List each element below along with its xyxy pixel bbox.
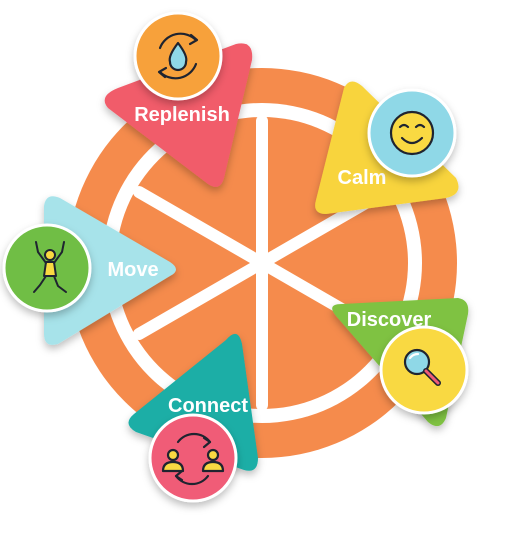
two-people-cycle-icon <box>161 432 225 486</box>
move-label: Move <box>107 259 158 281</box>
wheel-hub <box>253 254 271 272</box>
jumping-person-icon <box>33 241 67 293</box>
segment-calm: Calm <box>315 81 459 214</box>
magnifying-glass-icon <box>403 348 441 386</box>
replenish-label: Replenish <box>134 104 230 126</box>
segment-discover: Discover <box>332 298 469 427</box>
segment-move: Move <box>2 196 176 345</box>
discover-label: Discover <box>347 309 432 331</box>
segment-connect: Connect <box>128 333 258 503</box>
connect-icon-badge <box>148 413 238 503</box>
smiley-face-icon <box>389 110 435 156</box>
water-drop-cycle-icon <box>157 32 199 80</box>
calm-label: Calm <box>338 167 387 189</box>
move-banner <box>44 196 176 345</box>
connect-label: Connect <box>168 395 248 417</box>
wheel-spokes <box>133 115 391 411</box>
segment-replenish: Replenish <box>104 11 253 187</box>
